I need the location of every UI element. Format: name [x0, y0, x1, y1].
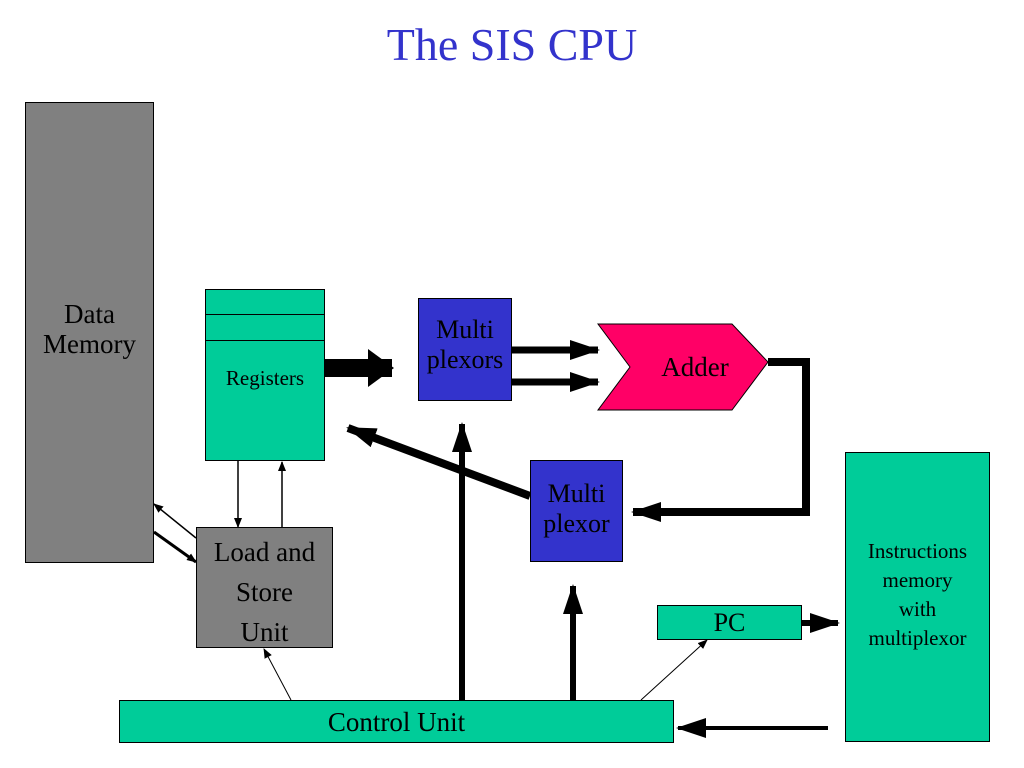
- arrow-loadstore-to-memory: [153, 503, 197, 539]
- control-unit-label: Control Unit: [327, 707, 466, 737]
- arrow-adder-to-mux: [657, 358, 810, 516]
- multiplexors-top-label-line2: plexors: [426, 345, 504, 374]
- register-row: [206, 290, 324, 315]
- register-row: [206, 314, 324, 341]
- control-unit-block: Control Unit: [119, 700, 674, 743]
- arrow-control-to-pc: [640, 639, 708, 701]
- load-store-label-line2: Store: [236, 577, 293, 607]
- data-memory-block: Data Memory: [25, 102, 154, 563]
- arrow-memory-to-loadstore: [153, 530, 197, 564]
- instructions-label-line4: multiplexor: [868, 626, 967, 650]
- multiplexors-top-label-line1: Multi: [436, 315, 494, 344]
- data-memory-label-line1: Data: [64, 299, 115, 329]
- adder-shape: [597, 323, 769, 411]
- multiplexors-top-block: Multi plexors: [418, 298, 512, 401]
- pc-label: PC: [713, 608, 746, 637]
- multiplexor-bottom-block: Multi plexor: [530, 460, 623, 562]
- instructions-memory-block: Instructions memory with multiplexor: [845, 452, 990, 742]
- arrow-mux-to-registers: [346, 424, 532, 500]
- multiplexor-bottom-label-line2: plexor: [543, 509, 610, 538]
- page-title: The SIS CPU: [386, 19, 638, 70]
- instructions-label-line1: Instructions: [867, 539, 968, 563]
- data-memory-label-line2: Memory: [43, 329, 136, 359]
- pc-block: PC: [657, 605, 802, 640]
- instructions-label-line3: with: [898, 597, 937, 621]
- instructions-label-line2: memory: [882, 568, 953, 592]
- registers-label: Registers: [225, 366, 305, 390]
- arrow-control-to-loadstore: [263, 648, 292, 701]
- load-store-unit-block: Load and Store Unit: [196, 527, 333, 648]
- registers-block: Registers: [205, 289, 325, 461]
- load-store-label-line1: Load and: [213, 537, 316, 567]
- adder-label: Adder: [661, 352, 729, 382]
- load-store-label-line3: Unit: [240, 617, 289, 647]
- multiplexor-bottom-label-line1: Multi: [547, 479, 606, 508]
